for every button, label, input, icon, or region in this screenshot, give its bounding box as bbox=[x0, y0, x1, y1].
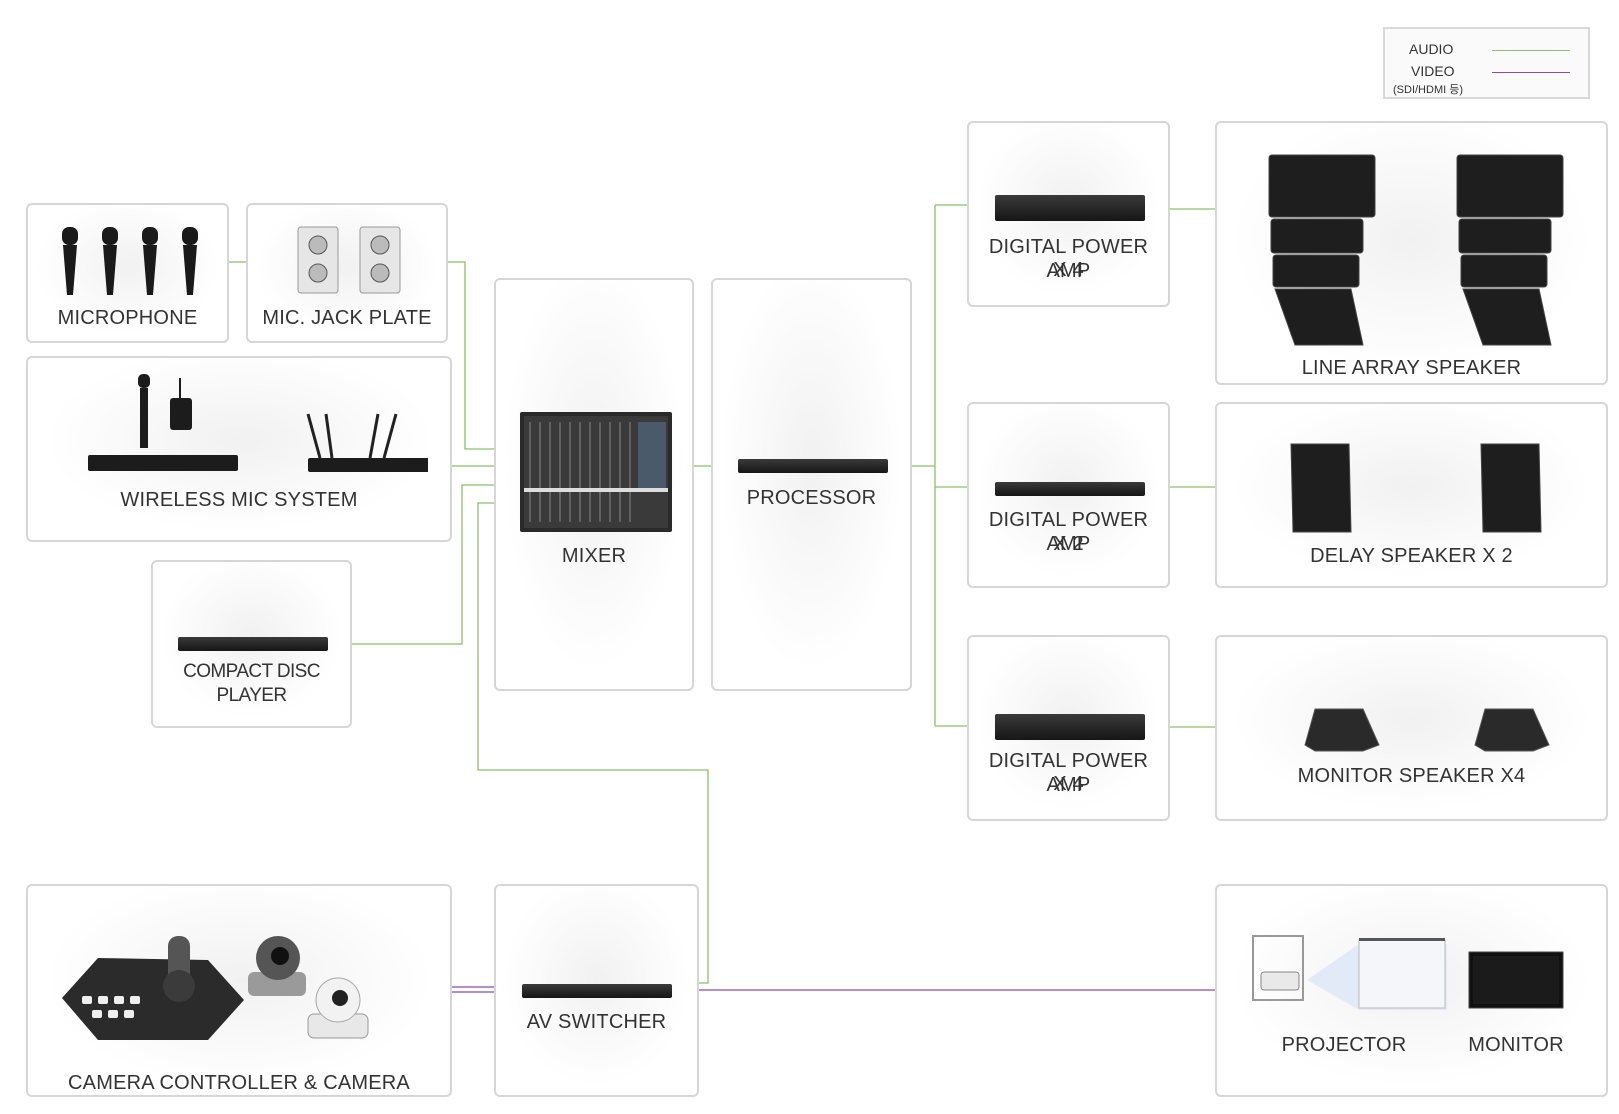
wireless-mic-box: WIRELESS MIC SYSTEM bbox=[26, 356, 452, 542]
amp3-label-line1: DIGITAL POWER AMP bbox=[988, 750, 1149, 796]
legend-video-label: VIDEO bbox=[1411, 63, 1455, 79]
projector-monitor-box: PROJECTOR MONITOR bbox=[1215, 884, 1608, 1097]
amp1-box: DIGITAL POWER AMP X 4 bbox=[967, 121, 1170, 307]
mixer-box: MIXER bbox=[494, 278, 694, 691]
camera-box: CAMERA CONTROLLER & CAMERA bbox=[26, 884, 452, 1097]
mixer-label: MIXER bbox=[561, 545, 627, 567]
amp1-label-line2: X 4 bbox=[1053, 259, 1084, 281]
wireless-mic-icon bbox=[88, 374, 428, 472]
monitor-speaker-label: MONITOR SPEAKER X4 bbox=[1297, 765, 1526, 787]
amp3-box: DIGITAL POWER AMP X 4 bbox=[967, 635, 1170, 821]
delay-speaker-label: DELAY SPEAKER X 2 bbox=[1310, 545, 1513, 567]
monitor-icon bbox=[1468, 951, 1564, 1009]
amp2-icon bbox=[995, 482, 1145, 496]
mic-jack-plate-label: MIC. JACK PLATE bbox=[262, 307, 432, 329]
line-array-speaker-icon bbox=[1268, 154, 1564, 346]
audio-wire-cd-to-mixer bbox=[330, 484, 518, 645]
amp2-label-line1: DIGITAL POWER AMP bbox=[988, 509, 1149, 555]
amp2-box: DIGITAL POWER AMP X 2 bbox=[967, 402, 1170, 588]
legend-audio-line bbox=[1492, 50, 1570, 51]
line-array-label: LINE ARRAY SPEAKER bbox=[1301, 357, 1522, 379]
projector-icon bbox=[1252, 935, 1447, 1010]
amp1-label-line1: DIGITAL POWER AMP bbox=[988, 236, 1149, 282]
camera-controller-icon bbox=[62, 936, 369, 1040]
av-switcher-box: AV SWITCHER bbox=[494, 884, 699, 1097]
audio-wire-switcher-to-mixer bbox=[477, 502, 709, 984]
microphones-icon bbox=[62, 227, 198, 295]
monitor-speaker-box: MONITOR SPEAKER X4 bbox=[1215, 635, 1608, 821]
mixer-icon bbox=[520, 412, 672, 532]
microphone-label: MICROPHONE bbox=[57, 307, 198, 329]
wireless-mic-label: WIRELESS MIC SYSTEM bbox=[120, 489, 358, 511]
av-switcher-icon bbox=[522, 984, 672, 998]
processor-box: PROCESSOR bbox=[711, 278, 912, 691]
projector-label: PROJECTOR bbox=[1281, 1034, 1407, 1056]
cd-player-label: COMPACT DISC PLAYER bbox=[183, 661, 320, 706]
legend-audio-label: AUDIO bbox=[1409, 41, 1454, 57]
microphone-box: MICROPHONE bbox=[26, 203, 229, 343]
amp3-icon bbox=[995, 714, 1145, 740]
ptz-camera-icons bbox=[248, 936, 369, 1039]
camera-label: CAMERA CONTROLLER & CAMERA bbox=[68, 1072, 410, 1094]
amp2-label-line2: X 2 bbox=[1053, 533, 1084, 555]
legend: AUDIO VIDEO (SDI/HDMI 등) bbox=[1383, 27, 1590, 99]
delay-speaker-icon bbox=[1290, 443, 1542, 533]
av-switcher-label: AV SWITCHER bbox=[526, 1011, 667, 1033]
jack-plate-icon bbox=[297, 226, 401, 294]
processor-icon bbox=[738, 459, 888, 473]
line-array-box: LINE ARRAY SPEAKER bbox=[1215, 121, 1608, 385]
amp1-icon bbox=[995, 195, 1145, 221]
processor-label: PROCESSOR bbox=[746, 487, 877, 509]
delay-speaker-box: DELAY SPEAKER X 2 bbox=[1215, 402, 1608, 588]
legend-video-sub: (SDI/HDMI 등) bbox=[1393, 84, 1464, 96]
legend-video-line bbox=[1492, 72, 1570, 73]
cd-player-icon bbox=[178, 637, 328, 651]
amp3-label-line2: X 4 bbox=[1053, 773, 1084, 795]
monitor-label: MONITOR bbox=[1468, 1034, 1564, 1056]
cd-player-box: COMPACT DISC PLAYER bbox=[151, 560, 352, 728]
monitor-speaker-icon bbox=[1304, 708, 1550, 752]
mic-jack-plate-box: MIC. JACK PLATE bbox=[246, 203, 448, 343]
